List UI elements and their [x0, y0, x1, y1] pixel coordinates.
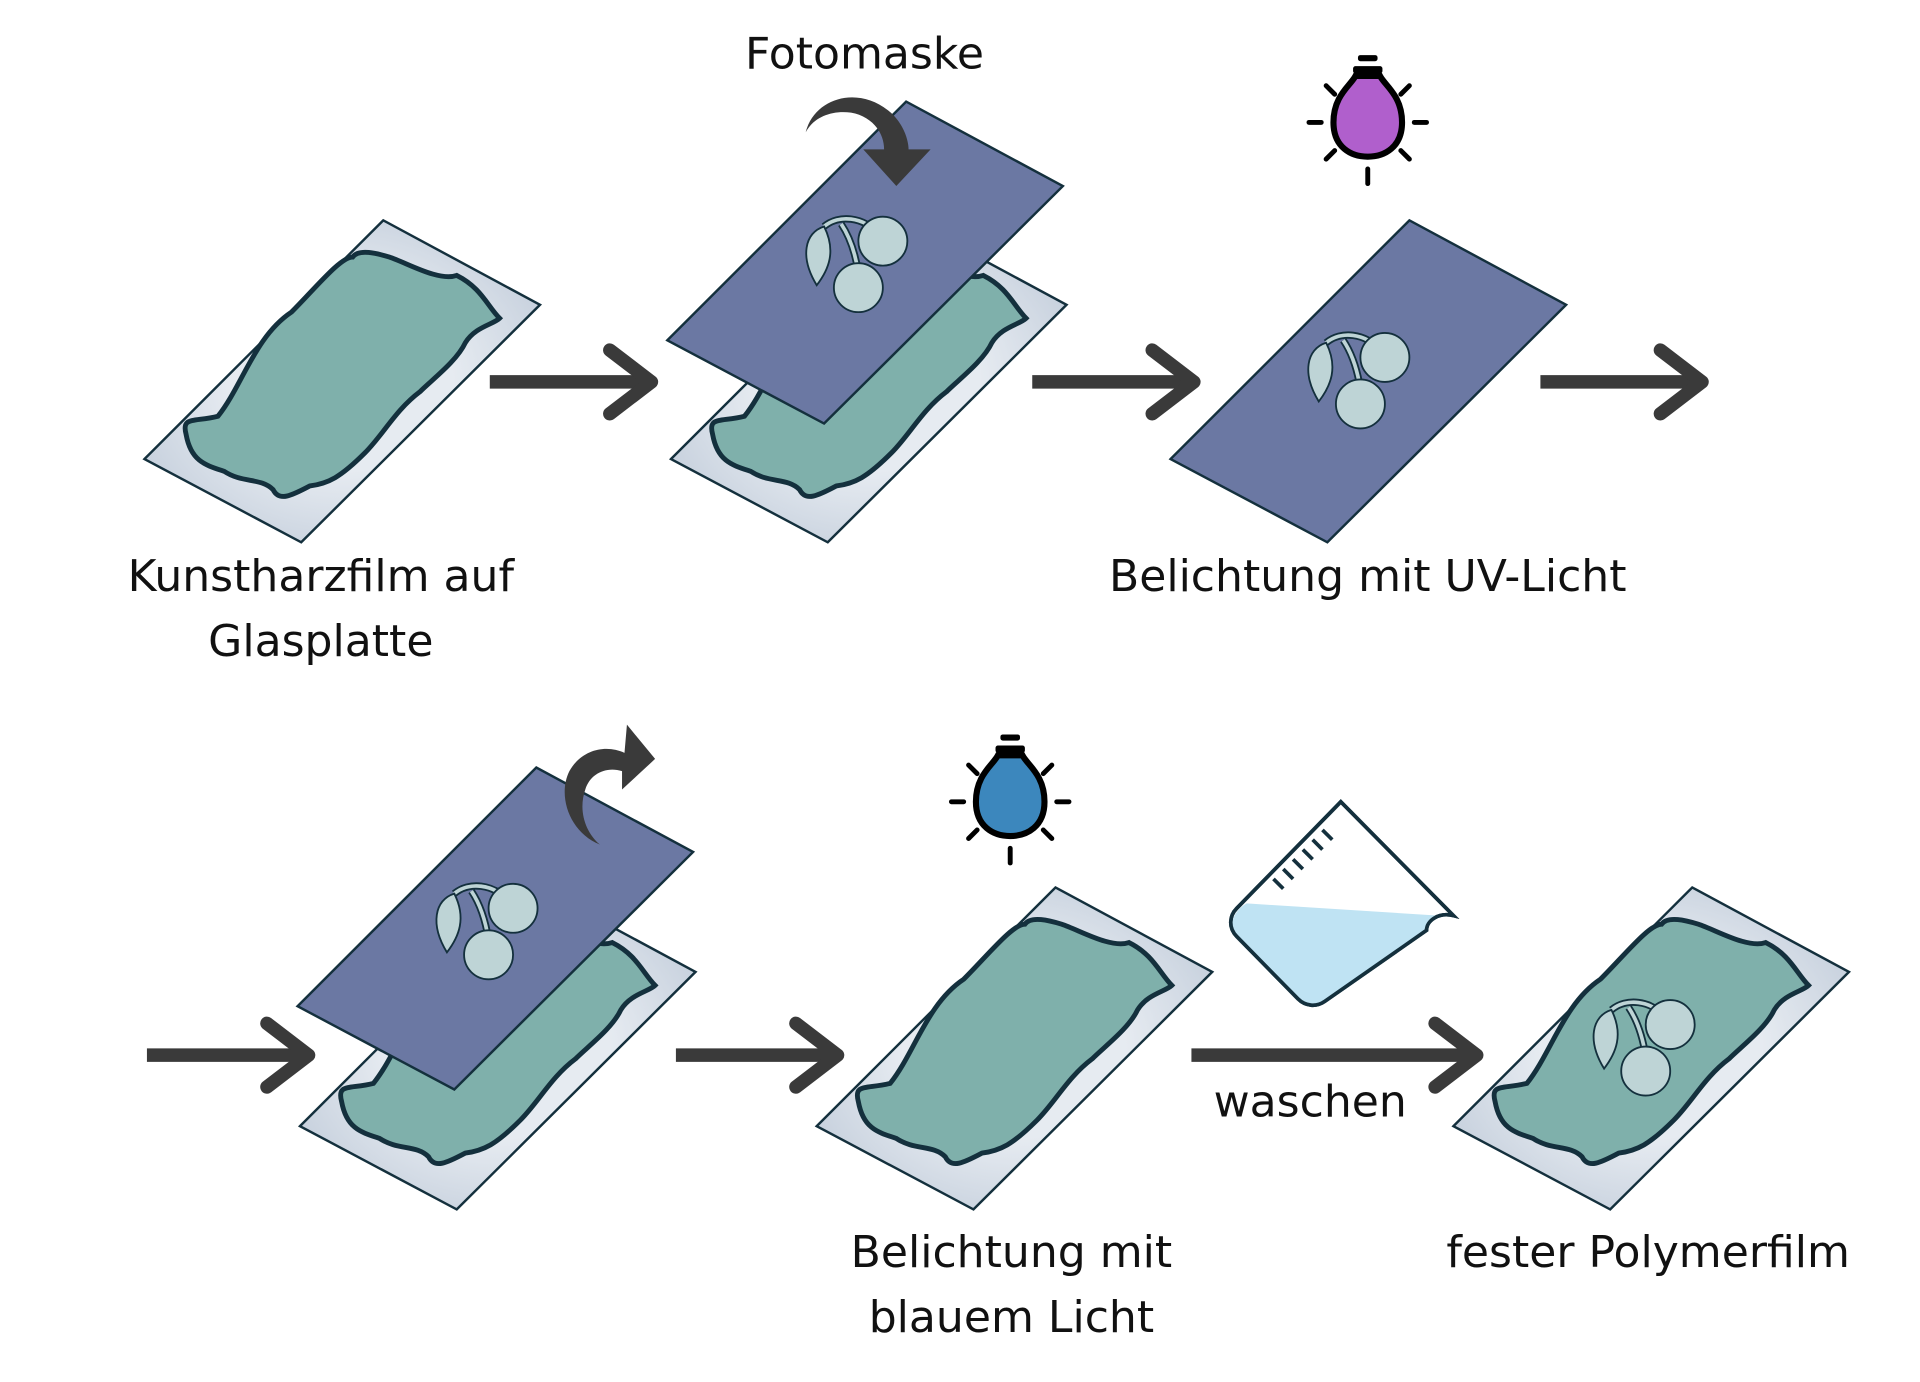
arrow-right-1	[490, 350, 652, 414]
blue-exposed-plate	[817, 887, 1213, 1209]
label-solid-film: fester Polymerfilm	[1446, 1227, 1850, 1278]
arrow-right-2	[1032, 350, 1194, 414]
label-wash: waschen	[1214, 1076, 1407, 1127]
label-blue-exposure-1: Belichtung mit	[851, 1227, 1173, 1278]
curved-arrow-down-icon	[805, 97, 931, 187]
solid-polymer-film	[1453, 887, 1849, 1209]
label-blue-exposure-2: blauem Licht	[869, 1292, 1154, 1343]
arrow-right-wash	[1191, 1016, 1484, 1094]
curved-arrow-up-icon	[564, 724, 656, 845]
uv-exposed-mask	[1169, 219, 1568, 544]
label-photomask: Fotomaske	[745, 29, 984, 80]
label-uv-exposure: Belichtung mit UV-Licht	[1109, 551, 1627, 602]
resin-on-glass-plate	[144, 220, 540, 542]
arrow-right-3	[1540, 350, 1702, 414]
label-resin-film-2: Glasplatte	[208, 616, 433, 667]
label-resin-film-1: Kunstharzfilm auf	[128, 551, 516, 602]
blue-lightbulb-icon	[951, 734, 1069, 863]
arrow-right-5	[676, 1023, 838, 1087]
arrow-right-4	[147, 1023, 309, 1087]
mask-removal	[296, 766, 696, 1210]
uv-lightbulb-icon	[1309, 55, 1427, 184]
beaker-icon	[1228, 799, 1460, 1007]
plate-with-mask	[666, 100, 1066, 543]
